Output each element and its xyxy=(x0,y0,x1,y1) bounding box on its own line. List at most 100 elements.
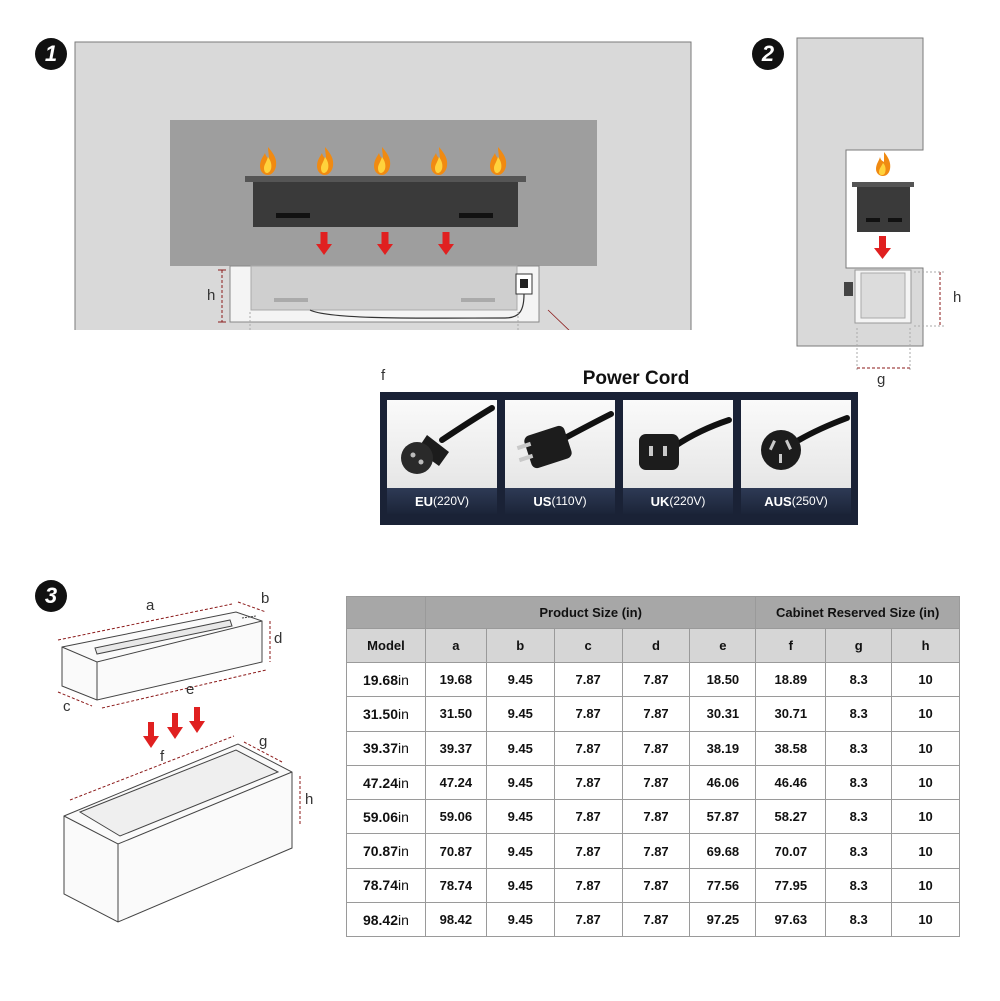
cell-f: 46.46 xyxy=(755,764,827,801)
cell-a: 31.50 xyxy=(424,696,487,732)
cell-g: 8.3 xyxy=(825,799,893,835)
model-unit: in xyxy=(398,808,409,825)
cell-d: 7.87 xyxy=(621,867,691,904)
model-value: 31.50 xyxy=(362,705,399,722)
cell-d: 7.87 xyxy=(621,661,691,698)
step-badge-3: 3 xyxy=(35,580,67,612)
cell-d: 7.87 xyxy=(621,902,691,938)
cell-h: 10 xyxy=(891,696,960,732)
column-header: f xyxy=(755,628,827,663)
model-value: 19.68 xyxy=(362,671,399,688)
cell-f: 77.95 xyxy=(755,867,827,904)
cell-h: 10 xyxy=(891,902,960,938)
model-cell: 31.50in xyxy=(346,696,426,732)
cell-e: 18.50 xyxy=(689,661,757,698)
column-header: h xyxy=(891,628,960,663)
model-unit: in xyxy=(398,705,409,722)
plug-voltage: (250V) xyxy=(791,494,828,508)
cell-h: 10 xyxy=(891,730,960,766)
model-unit: in xyxy=(398,740,409,757)
cell-c: 7.87 xyxy=(553,833,623,869)
cell-d: 7.87 xyxy=(621,696,691,732)
model-unit: in xyxy=(398,774,409,791)
column-header: Model xyxy=(346,628,426,663)
plug-card-us: US(110V) xyxy=(505,400,615,516)
step-badge-1: 1 xyxy=(35,38,67,70)
cell-f: 97.63 xyxy=(755,902,827,938)
cell-d: 7.87 xyxy=(621,799,691,835)
eu-plug-icon xyxy=(401,405,495,474)
cell-c: 7.87 xyxy=(553,764,623,801)
dim-label-c: c xyxy=(63,698,71,715)
model-value: 39.37 xyxy=(362,740,399,757)
column-header: e xyxy=(689,628,757,663)
plug-code: AUS xyxy=(764,493,792,509)
cell-c: 7.87 xyxy=(553,730,623,766)
wall-section xyxy=(796,37,924,347)
power-cord-title: Power Cord xyxy=(582,368,690,389)
cell-g: 8.3 xyxy=(825,764,893,801)
plug-code: UK xyxy=(650,493,670,509)
cell-c: 7.87 xyxy=(553,696,623,732)
cell-a: 70.87 xyxy=(424,833,487,869)
cell-e: 30.31 xyxy=(689,696,757,732)
cell-h: 10 xyxy=(891,799,960,835)
dim-label-f: f xyxy=(381,367,386,384)
cell-g: 8.3 xyxy=(825,902,893,938)
plug-card-uk: UK(220V) xyxy=(623,400,733,516)
plug-voltage: (110V) xyxy=(551,494,587,508)
dim-label-e: e xyxy=(186,681,195,698)
cell-d: 7.87 xyxy=(621,764,691,801)
plug-voltage: (220V) xyxy=(433,494,470,508)
model-unit: in xyxy=(398,671,409,688)
cell-h: 10 xyxy=(891,867,960,904)
plug-card-aus: AUS(250V) xyxy=(741,400,851,516)
group-header-product: Product Size (in) xyxy=(424,596,757,629)
model-unit: in xyxy=(398,843,409,860)
cell-h: 10 xyxy=(891,764,960,801)
us-plug-icon xyxy=(516,411,614,469)
cell-e: 46.06 xyxy=(689,764,757,801)
plug-card-eu: EU(220V) xyxy=(387,400,497,516)
model-cell: 98.42in xyxy=(346,902,426,938)
side-section-diagram xyxy=(796,37,944,372)
cell-f: 18.89 xyxy=(755,661,827,698)
table-column-header: Model a b c d e f g h xyxy=(346,628,960,663)
cell-c: 7.87 xyxy=(553,867,623,904)
plug-code: US xyxy=(533,493,552,509)
cell-e: 97.25 xyxy=(689,902,757,938)
column-header: c xyxy=(553,628,623,663)
step-badge-2: 2 xyxy=(752,38,784,70)
column-header: d xyxy=(621,628,691,663)
cell-b: 9.45 xyxy=(485,696,555,732)
cell-g: 8.3 xyxy=(825,696,893,732)
cell-e: 38.19 xyxy=(689,730,757,766)
dim-label-f3: f xyxy=(160,748,165,765)
model-value: 59.06 xyxy=(362,808,399,825)
power-cord-panel: EU(220V) US(110V) UK(220V) xyxy=(380,392,858,525)
cell-b: 9.45 xyxy=(485,730,555,766)
cell-c: 7.87 xyxy=(553,661,623,698)
cell-c: 7.87 xyxy=(553,902,623,938)
cell-b: 9.45 xyxy=(485,799,555,835)
dimension-sketch xyxy=(57,601,301,923)
dim-label-b: b xyxy=(261,590,270,607)
dim-label-a: a xyxy=(146,597,155,614)
cell-e: 57.87 xyxy=(689,799,757,835)
cell-b: 9.45 xyxy=(485,902,555,938)
model-cell: 39.37in xyxy=(346,730,426,766)
cell-b: 9.45 xyxy=(485,867,555,904)
cell-a: 47.24 xyxy=(424,764,487,801)
cell-a: 98.42 xyxy=(424,902,487,938)
plug-voltage: (220V) xyxy=(669,494,706,508)
column-header: a xyxy=(424,628,487,663)
model-cell: 59.06in xyxy=(346,799,426,835)
dim-label-d: d xyxy=(274,630,283,647)
inserted-burner xyxy=(250,265,518,311)
